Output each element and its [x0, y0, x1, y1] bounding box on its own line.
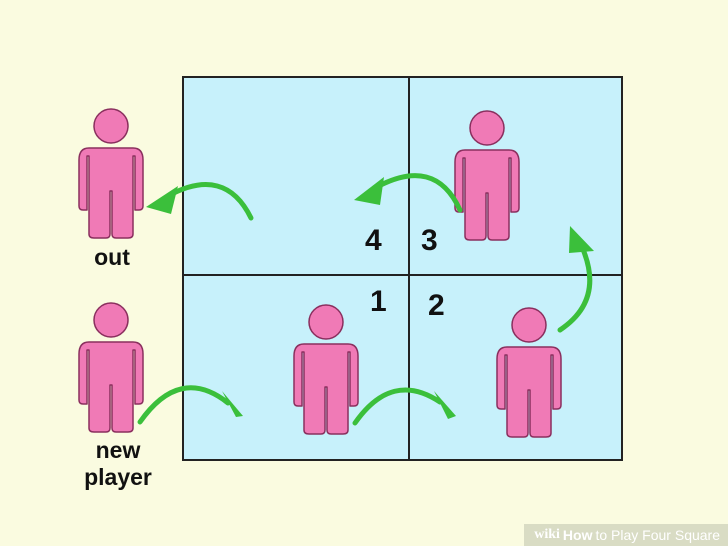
- watermark-wiki: wiki: [534, 527, 560, 542]
- person-out: [78, 108, 144, 239]
- arrowhead-1: [222, 391, 243, 417]
- arrow-to-out: [165, 182, 254, 221]
- square-number-2: 2: [428, 289, 445, 322]
- arrowhead-out: [146, 186, 178, 214]
- arrow-1-to-2: [352, 387, 443, 426]
- arrow-3-to-4: [372, 173, 463, 213]
- label-player: player: [84, 464, 152, 490]
- label-new-player: new player: [70, 437, 166, 491]
- arrow-2-to-3: [557, 244, 593, 333]
- arrowhead-2: [434, 391, 456, 419]
- square-4: [182, 76, 410, 276]
- watermark-how: How: [562, 527, 593, 543]
- label-new: new: [95, 437, 141, 463]
- label-out: out: [94, 244, 130, 270]
- square-number-1: 1: [370, 285, 387, 318]
- square-number-3: 3: [421, 224, 438, 257]
- watermark-title: to Play Four Square: [595, 527, 720, 543]
- arrowhead-4: [354, 177, 384, 205]
- square-number-4: 4: [365, 224, 382, 257]
- person-new-player: [78, 302, 144, 433]
- arrow-new-to-1: [137, 385, 231, 425]
- watermark: wiki How to Play Four Square: [524, 524, 728, 546]
- arrowhead-3: [569, 226, 594, 253]
